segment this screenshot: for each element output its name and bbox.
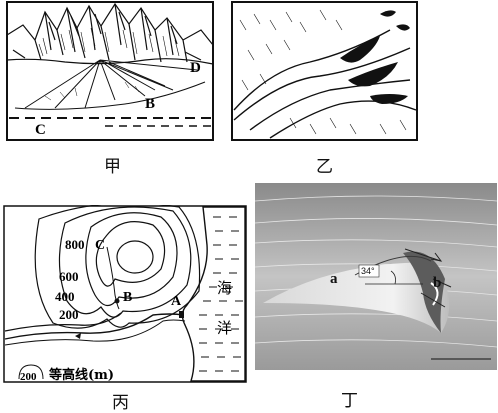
caption-bing: 丙 xyxy=(112,393,129,413)
legend-contour-symbol xyxy=(18,364,44,380)
alluvial-fan xyxy=(14,59,206,110)
coast-line xyxy=(4,312,122,332)
dune-slip-face xyxy=(403,251,445,333)
ground-lines xyxy=(255,195,497,348)
point-a xyxy=(179,311,184,318)
legend-value: 200 xyxy=(20,371,37,383)
river-channels xyxy=(233,29,417,139)
label-b: b xyxy=(433,275,441,291)
fan-hatching xyxy=(44,81,140,101)
label-d: D xyxy=(190,60,201,76)
label-point-c: C xyxy=(95,238,105,253)
contour-lines xyxy=(34,205,201,329)
mountain-hatching xyxy=(38,27,180,57)
label-point-b: B xyxy=(123,290,132,305)
panel-ding: 34° a b xyxy=(255,183,497,370)
angle-arc xyxy=(390,270,396,285)
contour-400: 400 xyxy=(55,289,75,304)
sea-label-2: 洋 xyxy=(217,319,232,337)
angle-box xyxy=(358,264,380,278)
panel-yi xyxy=(231,1,418,141)
dune-horn xyxy=(430,282,439,306)
ridge-line xyxy=(106,246,120,310)
delta-islands xyxy=(340,10,410,104)
contour-600: 600 xyxy=(59,269,79,284)
sea-area xyxy=(181,206,246,382)
legend-text: 等高线(m) xyxy=(48,367,114,383)
panel-bing: 800 600 400 200 C B A 海 洋 200 等高线(m) xyxy=(3,205,247,383)
label-point-a: A xyxy=(171,294,182,309)
sea-dashes xyxy=(199,216,243,372)
river-2 xyxy=(4,319,186,346)
label-c: C xyxy=(35,122,46,138)
point-b xyxy=(114,298,120,304)
label-b: B xyxy=(145,96,155,112)
river-arrow xyxy=(75,333,81,339)
label-a: a xyxy=(330,271,338,287)
panel-jia: D B C xyxy=(6,1,214,141)
wind-arrows xyxy=(404,248,452,308)
caption-jia: 甲 xyxy=(104,157,121,177)
angle-label: 34° xyxy=(361,266,375,276)
sea-label-1: 海 xyxy=(217,279,232,297)
dune-body xyxy=(263,262,450,333)
contour-200: 200 xyxy=(59,307,79,322)
river xyxy=(4,313,184,340)
caption-yi: 乙 xyxy=(316,157,333,177)
contour-800: 800 xyxy=(65,237,85,252)
panel-jia-frame xyxy=(6,1,214,141)
caption-ding: 丁 xyxy=(341,391,358,411)
land-hatching xyxy=(239,9,407,135)
